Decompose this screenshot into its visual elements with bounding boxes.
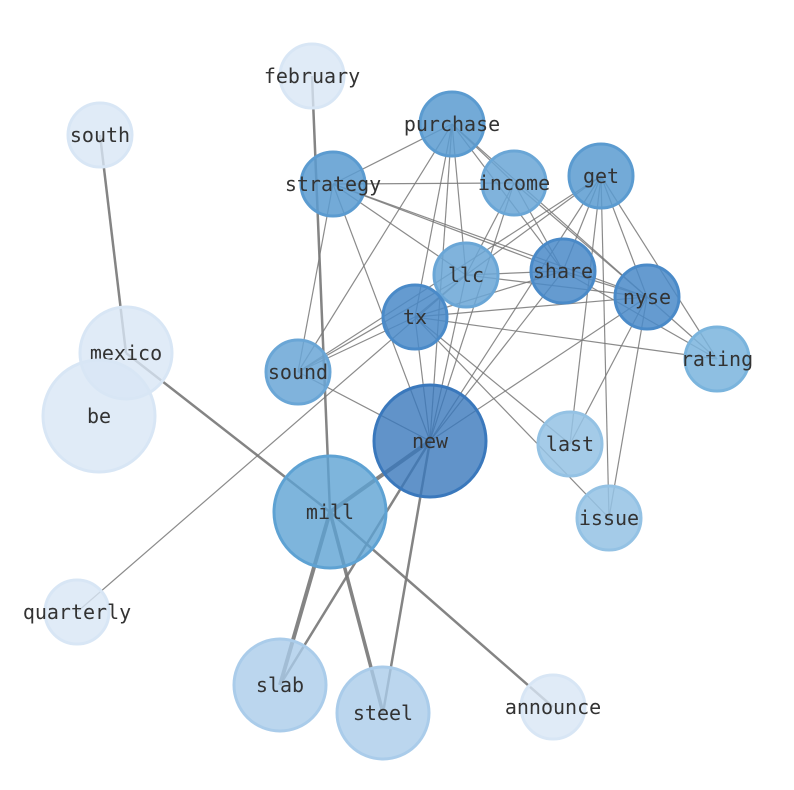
- edge-nyse-tx: [414, 296, 648, 318]
- node-announce: announce: [505, 673, 601, 741]
- node-circle-new: [372, 383, 488, 499]
- edge-get-issue: [600, 175, 610, 519]
- node-strategy: strategy: [285, 150, 381, 218]
- node-share: share: [529, 237, 597, 305]
- node-circle-issue: [575, 484, 643, 552]
- node-nyse: nyse: [613, 263, 681, 331]
- node-label-slab: slab: [256, 673, 304, 697]
- node-label-quarterly: quarterly: [23, 600, 131, 624]
- node-label-steel: steel: [353, 701, 413, 725]
- node-label-february: february: [264, 64, 360, 88]
- node-circle-purchase: [418, 90, 486, 158]
- node-circle-last: [536, 410, 604, 478]
- node-circle-slab: [232, 637, 328, 733]
- node-label-sound: sound: [268, 360, 328, 384]
- node-label-issue: issue: [579, 506, 639, 530]
- node-circle-steel: [335, 665, 431, 761]
- node-circle-nyse: [613, 263, 681, 331]
- node-label-get: get: [583, 164, 619, 188]
- node-circle-llc: [432, 241, 500, 309]
- node-circle-get: [567, 142, 635, 210]
- node-label-tx: tx: [403, 305, 427, 329]
- node-mill: mill: [272, 454, 388, 570]
- node-label-nyse: nyse: [623, 285, 671, 309]
- node-south: south: [66, 101, 134, 169]
- edge-strategy-share: [332, 183, 564, 272]
- node-llc: llc: [432, 241, 500, 309]
- node-label-last: last: [546, 432, 594, 456]
- edge-purchase-sound: [297, 123, 453, 373]
- node-slab: slab: [232, 637, 328, 733]
- node-steel: steel: [335, 665, 431, 761]
- node-label-llc: llc: [448, 263, 484, 287]
- node-label-purchase: purchase: [404, 112, 500, 136]
- node-circle-strategy: [299, 150, 367, 218]
- node-label-income: income: [478, 171, 550, 195]
- nodes-layer: february south purchase strategy income get ll…: [23, 42, 753, 761]
- node-circle-south: [66, 101, 134, 169]
- edge-tx-issue: [414, 316, 610, 519]
- edge-nyse-issue: [608, 296, 648, 519]
- node-sound: sound: [264, 338, 332, 406]
- node-circle-sound: [264, 338, 332, 406]
- node-purchase: purchase: [404, 90, 500, 158]
- node-circle-february: [278, 42, 346, 110]
- node-issue: issue: [575, 484, 643, 552]
- node-circle-mill: [272, 454, 388, 570]
- node-get: get: [567, 142, 635, 210]
- node-label-be: be: [87, 404, 111, 428]
- node-february: february: [264, 42, 360, 110]
- node-label-share: share: [533, 259, 593, 283]
- node-last: last: [536, 410, 604, 478]
- node-label-strategy: strategy: [285, 172, 381, 196]
- node-circle-be: [41, 358, 157, 474]
- node-circle-announce: [519, 673, 587, 741]
- node-new: new: [372, 383, 488, 499]
- node-label-mill: mill: [306, 500, 354, 524]
- edge-purchase-nyse: [451, 123, 648, 298]
- edge-february-mill: [310, 75, 332, 513]
- node-income: income: [478, 149, 550, 217]
- node-circle-income: [480, 149, 548, 217]
- node-circle-quarterly: [43, 578, 111, 646]
- node-circle-share: [529, 237, 597, 305]
- node-label-rating: rating: [681, 347, 753, 371]
- node-label-south: south: [70, 123, 130, 147]
- node-circle-tx: [381, 283, 449, 351]
- edge-tx-rating: [414, 316, 718, 360]
- node-be: be: [41, 358, 157, 474]
- node-tx: tx: [381, 283, 449, 351]
- node-circle-rating: [683, 325, 751, 393]
- edge-get-last: [569, 175, 602, 445]
- node-label-announce: announce: [505, 695, 601, 719]
- node-quarterly: quarterly: [23, 578, 131, 646]
- node-label-new: new: [412, 429, 449, 453]
- node-rating: rating: [681, 325, 753, 393]
